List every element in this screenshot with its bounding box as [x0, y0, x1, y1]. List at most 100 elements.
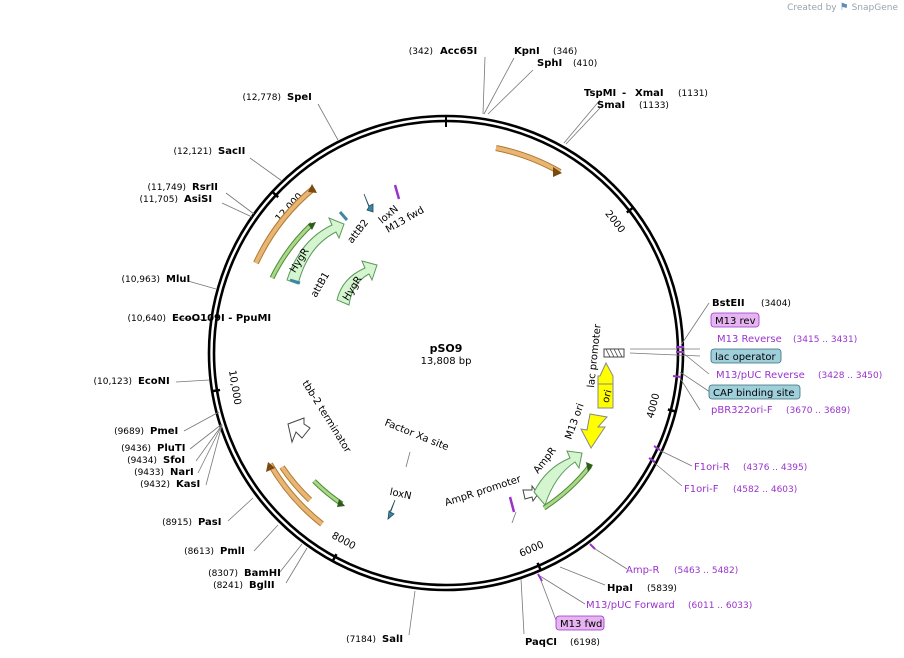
site-label-bamhi: BamHI [244, 568, 281, 579]
site-coord-econi: (10,123) [93, 377, 132, 387]
tick-label: 4000 [645, 392, 662, 419]
tick-label: 8000 [330, 530, 358, 552]
tick-mark [270, 190, 279, 199]
m13-puc-forward-label: M13/pUC Forward [586, 600, 675, 611]
snapgene-logo-icon: ⚑ [839, 2, 849, 13]
hpai-coord: (5839) [647, 584, 677, 594]
tspmi-label: TspMI [584, 88, 616, 99]
tbb2-terminator-label: tbb-2 terminator [299, 379, 353, 456]
smai-coord: (1133) [639, 101, 669, 111]
site-coord-kasi: (9432) [140, 480, 170, 490]
f1ori-r-coord: (4376 .. 4395) [743, 463, 807, 473]
sphi-coord: (410) [573, 59, 597, 69]
m13-reverse-coord: (3415 .. 3431) [793, 335, 857, 345]
tspmi-sep: - [622, 88, 626, 99]
site-label-sacii: SacII [218, 146, 245, 157]
site-label-pmei: PmeI [150, 426, 178, 437]
site-coord-nari: (9433) [134, 468, 164, 478]
tick-mark [626, 205, 635, 214]
site-label-mlui: MluI [166, 274, 190, 285]
inner-features [286, 184, 684, 582]
xmai-coord: (1131) [678, 89, 708, 99]
leader-lines [175, 56, 711, 636]
tick-mark [536, 562, 543, 572]
loxn-label-bottom: loxN [389, 487, 413, 502]
ori-label: ori [601, 389, 615, 404]
site-label-asisi: AsiSI [184, 194, 212, 205]
f1ori-r-label: F1ori-R [694, 462, 730, 473]
site-coord-pasi: (8915) [162, 518, 192, 528]
site-label-econi: EcoNI [138, 376, 170, 387]
tick-label: 2000 [602, 209, 626, 236]
site-label-sfoi: SfoI [163, 455, 185, 466]
pbr322ori-f-label: pBR322ori-F [711, 405, 773, 416]
site-coord-pmei: (9689) [114, 427, 144, 437]
site-label-kasi: KasI [176, 479, 200, 490]
acc65i-label: Acc65I [440, 46, 477, 57]
acc65i-coord: (342) [409, 47, 433, 57]
site-label-bglii: BglII [249, 580, 275, 591]
site-coord-rsrii: (11,749) [147, 183, 186, 193]
cap-binding-site-box [708, 384, 801, 400]
feature-arcs [253, 145, 593, 527]
m13-fwd-label: M13 fwd [560, 619, 602, 630]
site-label-rsrii: RsrII [192, 182, 218, 193]
plasmid-name: pSO9 [430, 342, 463, 355]
smai-label: SmaI [597, 100, 625, 111]
site-coord-sfoi: (9434) [127, 456, 157, 466]
created-by-label: Created by [787, 2, 837, 13]
hpai-label: HpaI [607, 583, 633, 594]
cap-binding-site-label: CAP binding site [713, 388, 795, 399]
lac-operator-label: lac operator [715, 352, 776, 363]
m13-rev-label: M13 rev [715, 316, 756, 327]
site-coord-pluti: (9436) [121, 444, 151, 454]
site-label-spei: SpeI [287, 92, 312, 103]
f1ori-f-label: F1ori-F [684, 484, 719, 495]
amp-r-label: Amp-R [626, 565, 660, 576]
kpni-coord: (346) [553, 47, 577, 57]
f1ori-f-coord: (4582 .. 4603) [733, 485, 797, 495]
kpni-label: KpnI [514, 46, 540, 57]
m13-rev-box [710, 312, 760, 328]
bsteii-label: BstEII [712, 298, 745, 309]
paqci-label: PaqCI [525, 637, 557, 648]
lac-operator-box [710, 348, 782, 364]
xmai-label: XmaI [635, 88, 664, 99]
tick-mark [667, 408, 677, 413]
site-coord-mlui: (10,963) [121, 275, 160, 285]
pbr322ori-f-coord: (3670 .. 3689) [786, 406, 850, 416]
m13-fwd-box [555, 615, 605, 631]
site-coord-bglii: (8241) [213, 581, 243, 591]
bsteii-coord: (3404) [761, 299, 791, 309]
site-coord-spei: (12,778) [242, 93, 281, 103]
m13-puc-forward-coord: (6011 .. 6033) [688, 601, 752, 611]
site-label-pluti: PluTI [157, 443, 185, 454]
site-coord-asisi: (11,705) [139, 195, 178, 205]
site-label-ecoo109i: EcoO109I - PpuMI [172, 313, 271, 324]
sphi-label: SphI [537, 58, 562, 69]
attb1-label: attB1 [309, 270, 332, 299]
m13-puc-reverse-coord: (3428 .. 3450) [818, 371, 882, 381]
snapgene-name: SnapGene [851, 2, 898, 13]
site-coord-bamhi: (8307) [208, 569, 238, 579]
hygr-label-1: HygR [288, 246, 312, 275]
amp-r-coord: (5463 .. 5482) [674, 566, 738, 576]
site-coord-pmli: (8613) [184, 547, 214, 557]
tick-mark [210, 388, 221, 393]
site-coord-ecoo109i: (10,640) [127, 314, 166, 324]
snapgene-branding: Created by ⚑ SnapGene [787, 2, 898, 13]
tick-label: 6000 [518, 539, 546, 559]
site-coord-sacii: (12,121) [173, 147, 212, 157]
attb2-label: attB2 [346, 218, 371, 246]
m13-ori-label: M13 ori [563, 402, 586, 441]
site-coord-sali: (7184) [346, 635, 376, 645]
tick-mark [331, 553, 338, 563]
paqci-coord: (6198) [570, 638, 600, 648]
plasmid-length: 13,808 bp [421, 356, 472, 367]
site-label-pmli: PmlI [220, 546, 245, 557]
site-label-sali: SalI [382, 634, 403, 645]
site-label-nari: NarI [170, 467, 194, 478]
tick-label: 10,000 [226, 369, 243, 405]
m13-puc-reverse-label: M13/pUC Reverse [716, 370, 805, 381]
